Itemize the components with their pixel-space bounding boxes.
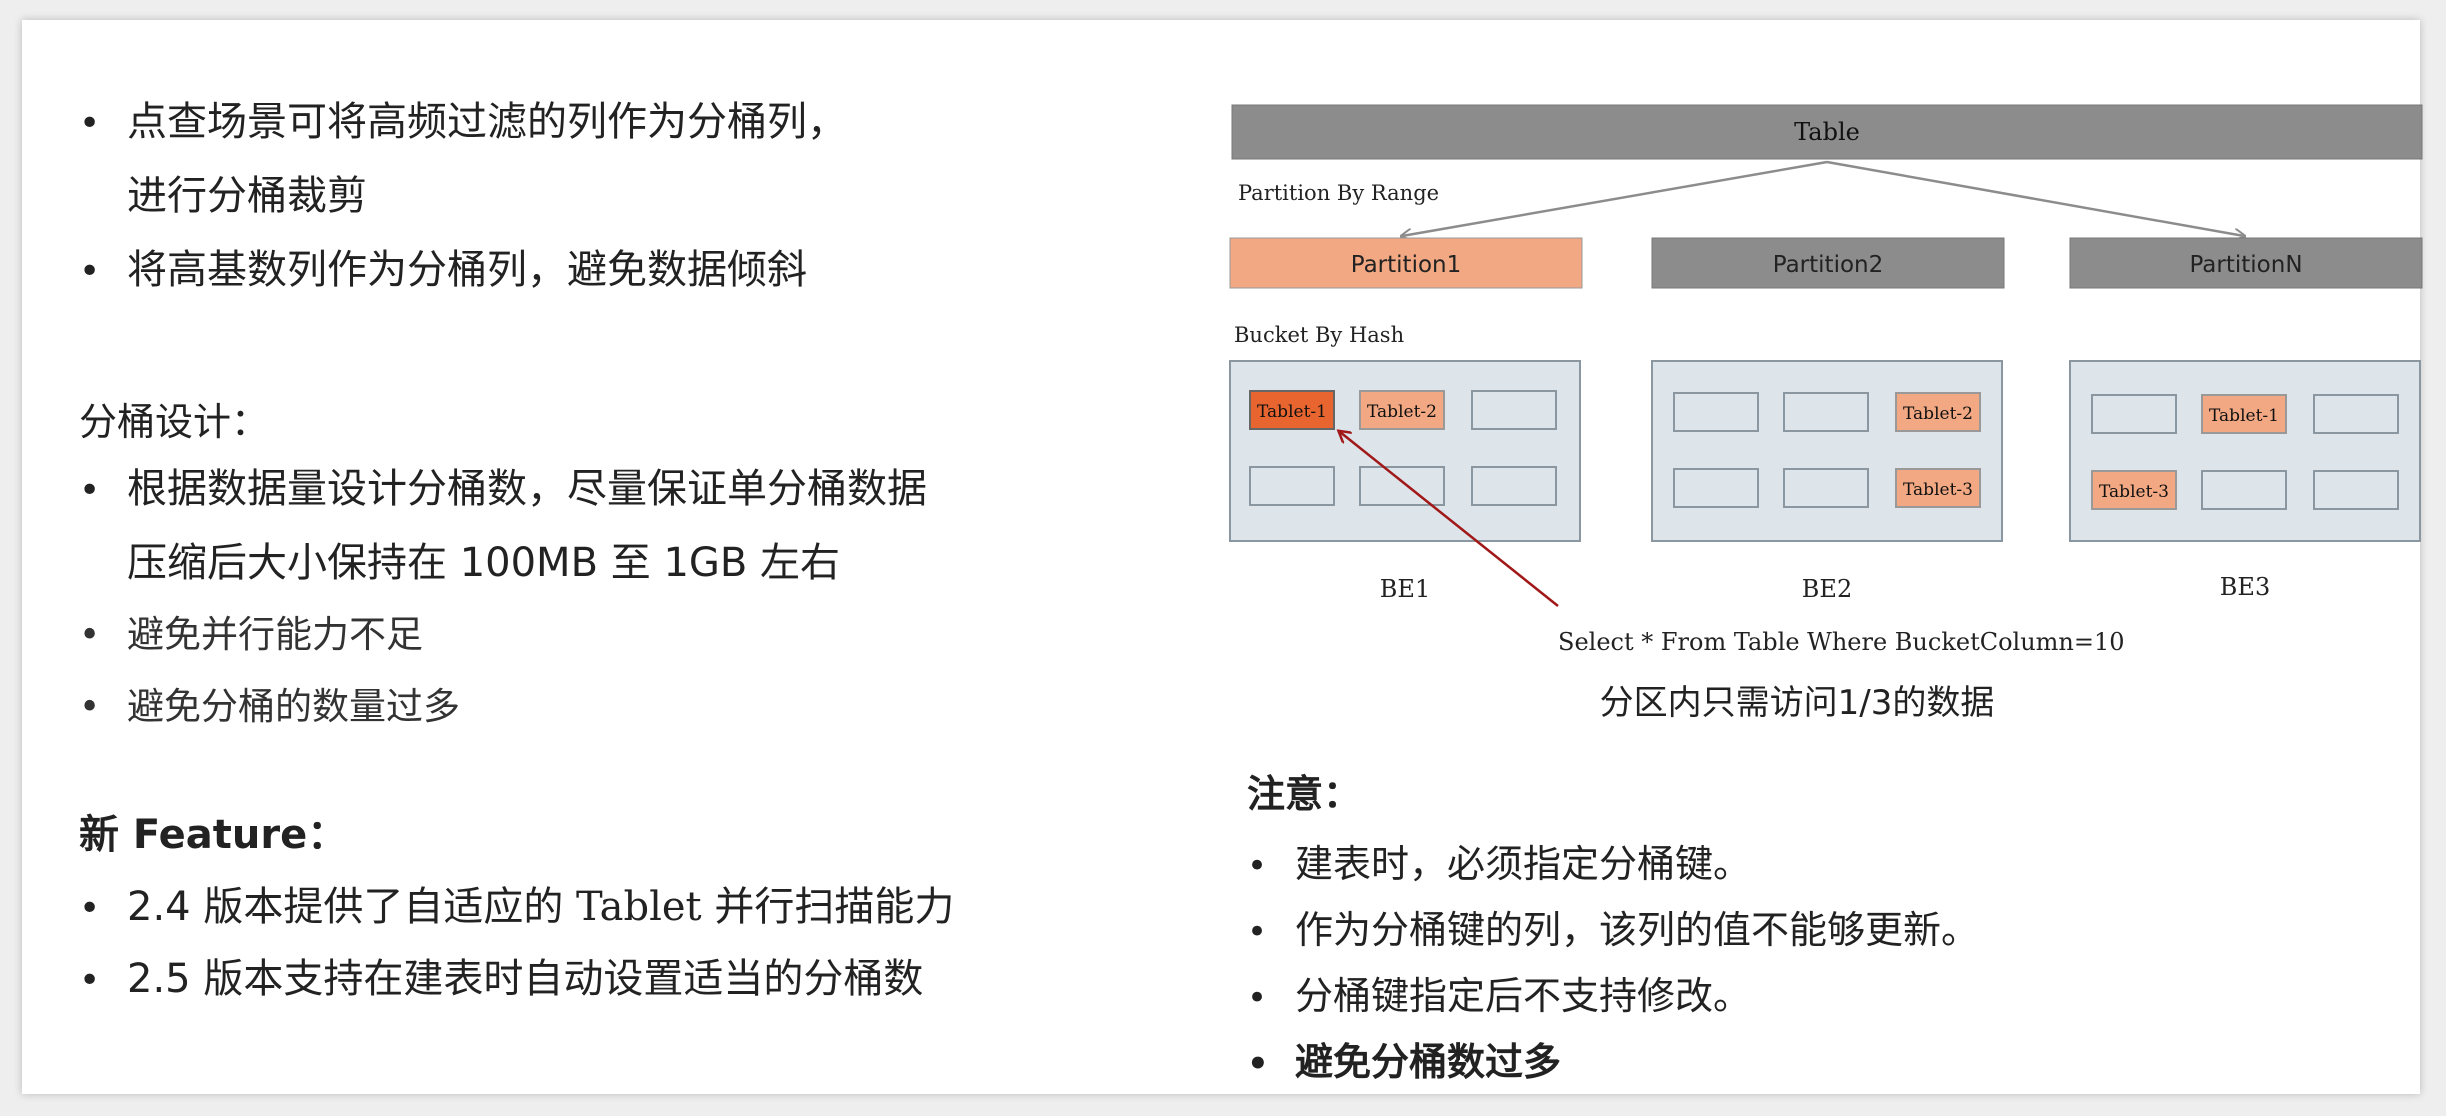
note-text: 作为分桶键的列，该列的值不能够更新。: [1295, 908, 1980, 952]
be3-box: [2069, 360, 2421, 542]
bullet-text: 点查场景可将高频过滤的列作为分桶列，: [127, 99, 847, 145]
be3-tablet-1-label: Tablet-1: [2209, 406, 2279, 426]
be3-empty-slot: [2201, 470, 2287, 510]
be3-tablet-1: [2201, 394, 2287, 434]
feature-suffix: 并行扫描能力: [701, 884, 955, 930]
note-item-bold: • 避免分桶数过多: [1247, 1030, 1561, 1096]
be3-empty-slot: [2313, 470, 2399, 510]
be2-tablet-3-label: Tablet-3: [1903, 480, 1973, 500]
bullet-dot: •: [79, 615, 101, 656]
be3-label: BE3: [2220, 573, 2270, 601]
table-label: Table: [1794, 118, 1860, 146]
be2-empty-slot: [1673, 468, 1759, 508]
partition2-box: [1651, 237, 2005, 289]
table-box: [1231, 104, 2423, 160]
be2-box: [1651, 360, 2003, 542]
be2-empty-slot: [1783, 392, 1869, 432]
be1-box: [1229, 360, 1581, 542]
be1-label: BE1: [1380, 575, 1430, 603]
feature-tablet-word: Tablet: [576, 884, 702, 930]
partition1-box: [1229, 237, 1583, 289]
bullet-dot: •: [79, 888, 101, 929]
bullet-bucket-count-cont: 压缩后大小保持在 100MB 至 1GB 左右: [127, 540, 841, 586]
bullet-text: 根据数据量设计分桶数，尽量保证单分桶数据: [127, 466, 927, 512]
note-text: 避免分桶数过多: [1295, 1040, 1562, 1084]
query-arrow: [1340, 432, 1559, 607]
bullet-dot: •: [79, 687, 101, 728]
note-item: • 分桶键指定后不支持修改。: [1247, 964, 1751, 1030]
bullet-point-lookup: • 点查场景可将高频过滤的列作为分桶列，: [79, 85, 847, 161]
arrow-to-partitionN: [1826, 160, 2244, 236]
be1-tablet-2: [1359, 390, 1445, 430]
be1-empty-slot: [1471, 390, 1557, 430]
bullet-text: 避免分桶的数量过多: [127, 685, 460, 728]
partition2-label: Partition2: [1773, 252, 1884, 278]
partition1-label: Partition1: [1351, 252, 1462, 278]
be1-empty-slot: [1359, 466, 1445, 506]
note-text: 分桶键指定后不支持修改。: [1295, 974, 1752, 1018]
bucket-design-heading: 分桶设计：: [79, 400, 270, 444]
feature-prefix: 2.4 版本提供了自适应的: [127, 884, 577, 930]
bucket-pruning-diagram: Table Partition By Range Partition1 Part…: [1229, 104, 2423, 723]
be1-tablet-1: [1249, 390, 1335, 430]
feature-item-2-5: • 2.5 版本支持在建表时自动设置适当的分桶数: [79, 942, 923, 1018]
be1-tablet-1-label: Tablet-1: [1257, 402, 1327, 422]
note-text: 建表时，必须指定分桶键。: [1295, 842, 1752, 886]
be2-tablet-2-label: Tablet-2: [1903, 404, 1973, 424]
bullet-text: 2.5 版本支持在建表时自动设置适当的分桶数: [127, 956, 924, 1002]
bullet-dot: •: [1247, 1044, 1269, 1084]
bullet-dot: •: [1247, 846, 1268, 886]
be2-tablet-2: [1895, 392, 1981, 432]
bullet-text: 避免并行能力不足: [127, 613, 423, 656]
arrow-to-partition1: [1402, 160, 1828, 236]
be1-empty-slot: [1249, 466, 1335, 506]
be2-empty-slot: [1783, 468, 1869, 508]
sub-bullet-parallel: • 避免并行能力不足: [79, 598, 423, 673]
bullet-text: 将高基数列作为分桶列，避免数据倾斜: [127, 247, 807, 293]
bullet-bucket-count: • 根据数据量设计分桶数，尽量保证单分桶数据: [79, 452, 927, 528]
bullet-dot: •: [79, 251, 101, 292]
bucket-by-label: Bucket By Hash: [1234, 323, 1404, 347]
sub-bullet-too-many: • 避免分桶的数量过多: [79, 670, 460, 745]
bullet-dot: •: [1247, 912, 1268, 952]
bullet-dot: •: [79, 470, 101, 511]
bullet-high-cardinality: • 将高基数列作为分桶列，避免数据倾斜: [79, 233, 807, 309]
be3-tablet-3: [2091, 470, 2177, 510]
feature-item-2-4: • 2.4 版本提供了自适应的 Tablet 并行扫描能力: [79, 870, 954, 946]
query-text: Select * From Table Where BucketColumn=1…: [1558, 628, 2125, 656]
partitionN-box: [2069, 237, 2423, 289]
diagram-caption: 分区内只需访问1/3的数据: [1600, 683, 1995, 723]
partitionN-label: PartitionN: [2189, 252, 2302, 278]
bullet-dot: •: [79, 960, 101, 1001]
be2-label: BE2: [1802, 575, 1852, 603]
partition-by-label: Partition By Range: [1238, 181, 1439, 205]
bullet-dot: •: [79, 103, 101, 144]
be1-empty-slot: [1471, 466, 1557, 506]
note-item: • 作为分桶键的列，该列的值不能够更新。: [1247, 898, 1979, 964]
bullet-dot: •: [1247, 978, 1268, 1018]
slide-card: • 点查场景可将高频过滤的列作为分桶列， 进行分桶裁剪 • 将高基数列作为分桶列，避…: [22, 20, 2423, 1096]
bullet-point-lookup-cont: 进行分桶裁剪: [127, 173, 367, 219]
note-item: • 建表时，必须指定分桶键。: [1247, 832, 1751, 898]
notes-heading: 注意：: [1247, 772, 1362, 816]
be1-tablet-2-label: Tablet-2: [1367, 402, 1437, 422]
be2-empty-slot: [1673, 392, 1759, 432]
be2-tablet-3: [1895, 468, 1981, 508]
be3-tablet-3-label: Tablet-3: [2099, 482, 2169, 502]
be3-empty-slot: [2091, 394, 2177, 434]
be3-empty-slot: [2313, 394, 2399, 434]
new-feature-heading: 新 Feature：: [79, 812, 348, 858]
